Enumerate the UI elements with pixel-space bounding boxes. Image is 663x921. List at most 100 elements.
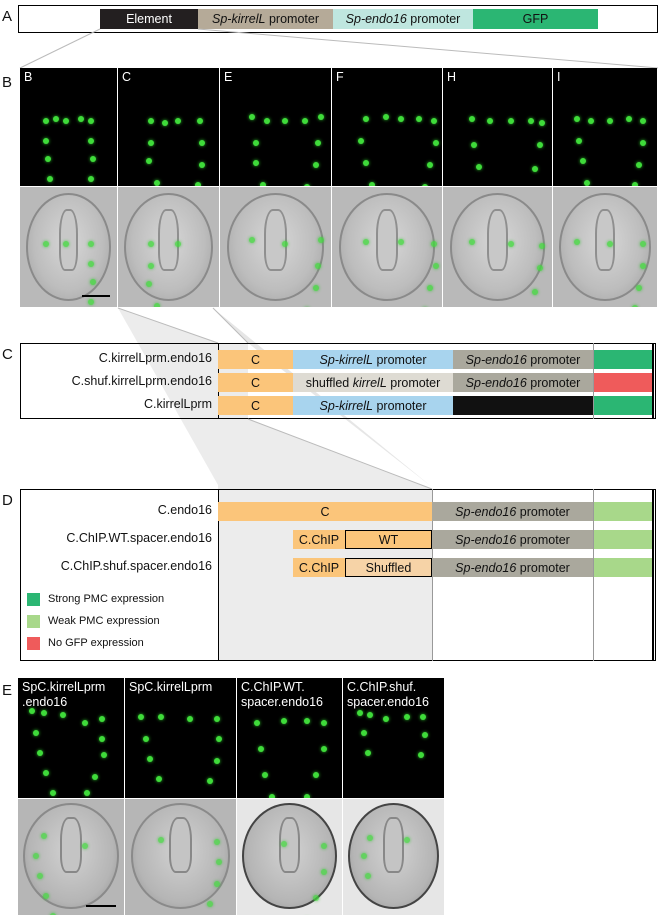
gfp-cell bbox=[43, 893, 50, 899]
gfp-cell bbox=[312, 895, 319, 901]
gfp-cell bbox=[398, 116, 404, 122]
gfp-cell bbox=[216, 736, 223, 742]
gfp-cell bbox=[213, 839, 220, 845]
fluorescence-panel: H bbox=[443, 68, 552, 186]
gfp-cell bbox=[580, 158, 587, 164]
gfp-cell bbox=[640, 140, 647, 146]
gfp-cell bbox=[43, 118, 50, 124]
gfp-cell bbox=[262, 772, 269, 778]
gfp-cell bbox=[194, 182, 201, 186]
sublabel-line1: SpC.kirrelLprm bbox=[129, 680, 213, 694]
gfp-label: GFP bbox=[522, 12, 549, 26]
gfp-cell bbox=[361, 730, 368, 736]
endo-suffix: promoter bbox=[516, 504, 570, 519]
panel-letter-e: E bbox=[2, 682, 13, 699]
fluorescence-panel: C.ChIP.shuf.spacer.endo16 bbox=[343, 678, 444, 798]
gfp-cell bbox=[207, 901, 214, 907]
gfp-cell bbox=[431, 118, 437, 124]
gfp-cell bbox=[640, 241, 647, 247]
gfp-cell bbox=[98, 716, 105, 722]
panel-sublabel: H bbox=[447, 70, 457, 84]
gfp-cell bbox=[365, 873, 372, 879]
legend-swatch-strong bbox=[27, 593, 40, 606]
panel-c-gfp-rule bbox=[593, 343, 594, 419]
gfp-cell bbox=[253, 160, 260, 166]
gfp-cell bbox=[365, 750, 372, 756]
gfp-cell bbox=[37, 750, 44, 756]
brightfield-panel bbox=[18, 799, 124, 915]
panel-d-frame bbox=[20, 489, 656, 661]
gfp-cell bbox=[62, 241, 69, 247]
gfp-cell bbox=[158, 714, 165, 720]
gfp-cell bbox=[321, 720, 327, 726]
gfp-cell bbox=[469, 239, 476, 245]
fluorescence-panel: E bbox=[220, 68, 331, 186]
gfp-cell bbox=[508, 241, 515, 247]
gfp-cell bbox=[426, 285, 433, 291]
gfp-cell bbox=[43, 770, 50, 776]
gfp-cell bbox=[508, 118, 515, 124]
panel-letter-c: C bbox=[2, 346, 13, 363]
panel-sublabel: C.ChIP.shuf.spacer.endo16 bbox=[347, 680, 429, 710]
construct-name: C.kirrelLprm.endo16 bbox=[98, 351, 212, 365]
gfp-cell bbox=[148, 241, 155, 247]
element-label: C bbox=[250, 398, 261, 413]
gfp-cell bbox=[281, 718, 288, 724]
endo-suffix: promoter bbox=[526, 375, 581, 390]
scale-bar bbox=[82, 295, 110, 297]
gfp-cell bbox=[89, 279, 96, 285]
construct-name: C.endo16 bbox=[157, 503, 212, 517]
gfp-cell bbox=[100, 752, 107, 758]
d-row3-endo: Sp-endo16 promoter bbox=[432, 558, 593, 577]
gfp-cell bbox=[162, 120, 169, 126]
gfp-cell bbox=[41, 833, 48, 839]
fluorescence-panel: C bbox=[118, 68, 219, 186]
gfp-cell bbox=[281, 841, 288, 847]
gut-structure bbox=[264, 209, 287, 271]
gut-structure bbox=[594, 209, 616, 271]
gfp-cell bbox=[317, 114, 324, 120]
c-row3-spacer-black bbox=[453, 396, 593, 415]
gfp-cell bbox=[536, 265, 543, 271]
brightfield-panel bbox=[118, 187, 219, 307]
gfp-cell bbox=[422, 184, 429, 186]
gfp-cell bbox=[433, 263, 440, 269]
construct-a-kirrel-promoter: Sp-kirrelL promoter bbox=[198, 9, 333, 29]
gfp-cell bbox=[41, 710, 48, 716]
element-label: C bbox=[250, 352, 261, 367]
gfp-cell bbox=[398, 239, 404, 245]
gut-structure bbox=[158, 209, 179, 271]
gfp-cell bbox=[213, 881, 220, 887]
panel-sublabel: B bbox=[24, 70, 33, 84]
endo-gene-name: Sp-endo16 bbox=[465, 375, 527, 390]
shuf-suffix: promoter bbox=[386, 375, 441, 390]
d-row1-element: C bbox=[218, 502, 432, 521]
panel-sublabel: I bbox=[557, 70, 561, 84]
gfp-cell bbox=[313, 285, 320, 291]
fluorescence-panel: F bbox=[332, 68, 442, 186]
gfp-cell bbox=[362, 239, 369, 245]
gfp-cell bbox=[625, 116, 632, 122]
panel-d-label-col: C.endo16 C.ChIP.WT.spacer.endo16 C.ChIP.… bbox=[20, 489, 212, 573]
c-row2-gfp-none bbox=[594, 373, 652, 392]
construct-name: C.shuf.kirrelLprm.endo16 bbox=[71, 374, 212, 388]
fluorescence-panel: SpC.kirrelLprm.endo16 bbox=[18, 678, 124, 798]
panel-c-label-col: C.kirrelLprm.endo16 C.shuf.kirrelLprm.en… bbox=[20, 343, 212, 419]
endo-suffix: promoter bbox=[526, 352, 581, 367]
gfp-cell bbox=[313, 162, 320, 168]
fluorescence-panel: SpC.kirrelLprm bbox=[125, 678, 236, 798]
gfp-cell bbox=[87, 261, 94, 267]
legend-label-strong: Strong PMC expression bbox=[48, 593, 165, 605]
gfp-cell bbox=[304, 794, 311, 798]
brightfield-panel bbox=[553, 187, 657, 307]
gfp-cell bbox=[147, 756, 154, 762]
gfp-cell bbox=[632, 182, 639, 186]
gfp-cell bbox=[532, 166, 539, 172]
gfp-cell bbox=[87, 299, 94, 305]
gfp-cell bbox=[636, 162, 643, 168]
d-row2-element: C.ChIP bbox=[293, 530, 345, 549]
endo-gene-name: Sp-endo16 bbox=[465, 352, 527, 367]
gfp-cell bbox=[248, 114, 255, 120]
endo-gene-name: Sp-endo16 bbox=[455, 532, 517, 547]
kirrel-suffix: promoter bbox=[373, 352, 427, 367]
